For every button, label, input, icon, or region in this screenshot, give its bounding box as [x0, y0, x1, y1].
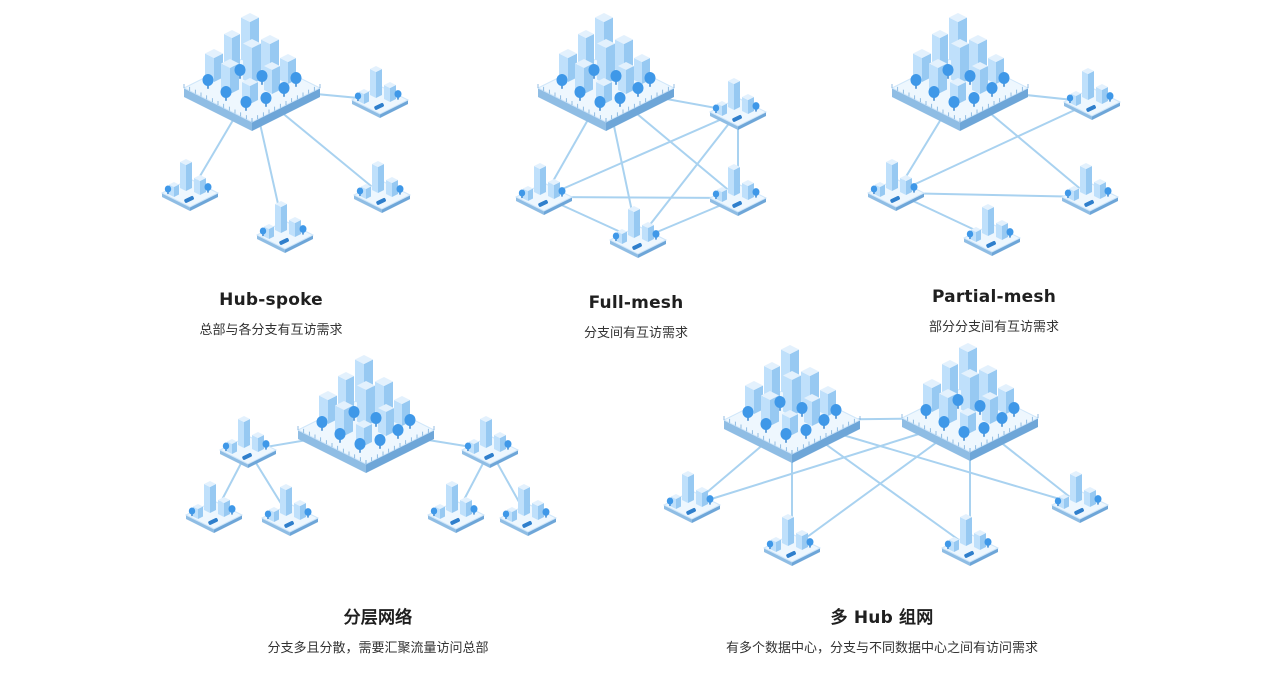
- branch-site: [708, 78, 768, 130]
- caption-multi-hub: 多 Hub 组网 有多个数据中心，分支与不同数据中心之间有访问需求: [726, 603, 1038, 656]
- diagram-subtitle: 部分分支间有互访需求: [928, 320, 1060, 335]
- link: [895, 192, 1091, 198]
- diagram-subtitle: 总部与各分支有互访需求: [199, 323, 343, 338]
- diagram-title: Full-mesh: [588, 293, 684, 313]
- branch-site: [1060, 163, 1120, 215]
- branch-site: [940, 514, 1000, 566]
- data-center-1: [722, 345, 862, 463]
- hierarchical-headquarters: [296, 355, 436, 473]
- branch-site: [352, 161, 412, 213]
- aggregation-site: [460, 416, 520, 468]
- branch-site: [514, 163, 574, 215]
- branch-site: [762, 514, 822, 566]
- diagram-subtitle: 有多个数据中心，分支与不同数据中心之间有访问需求: [725, 641, 1039, 656]
- diagram-title: 多 Hub 组网: [830, 608, 934, 628]
- link: [543, 111, 739, 198]
- branch-site: [184, 481, 244, 533]
- caption-hub-spoke: Hub-spoke 总部与各分支有互访需求: [199, 290, 342, 338]
- hub-spoke-headquarters: [182, 13, 322, 131]
- branch-site: [255, 201, 315, 253]
- caption-full-mesh: Full-mesh 分支间有互访需求: [584, 293, 688, 341]
- caption-partial-mesh: Partial-mesh 部分分支间有互访需求: [929, 287, 1059, 335]
- branch-site: [350, 66, 410, 118]
- branch-site: [608, 206, 668, 258]
- diagram-subtitle: 分支间有互访需求: [583, 326, 689, 341]
- site-nodes: [160, 13, 1122, 566]
- link: [543, 196, 739, 199]
- branch-site: [962, 204, 1022, 256]
- branch-site: [160, 159, 220, 211]
- branch-site: [866, 159, 926, 211]
- data-center-2: [900, 343, 1040, 461]
- diagram-title: Partial-mesh: [931, 287, 1057, 307]
- branch-site: [1050, 471, 1110, 523]
- aggregation-site: [218, 416, 278, 468]
- diagram-title: 分层网络: [343, 608, 413, 628]
- link: [895, 101, 1093, 194]
- branch-site: [662, 471, 722, 523]
- branch-site: [426, 481, 486, 533]
- link: [637, 111, 739, 241]
- partial-mesh-headquarters: [890, 13, 1030, 131]
- caption-hierarchical: 分层网络 分支多且分散，需要汇聚流量访问总部: [267, 603, 488, 656]
- branch-site: [498, 484, 558, 536]
- diagram-title: Hub-spoke: [219, 290, 323, 310]
- full-mesh-headquarters: [536, 13, 676, 131]
- branch-site: [1062, 68, 1122, 120]
- branch-site: [260, 484, 320, 536]
- diagram-subtitle: 分支多且分散，需要汇聚流量访问总部: [267, 641, 489, 656]
- branch-site: [708, 164, 768, 216]
